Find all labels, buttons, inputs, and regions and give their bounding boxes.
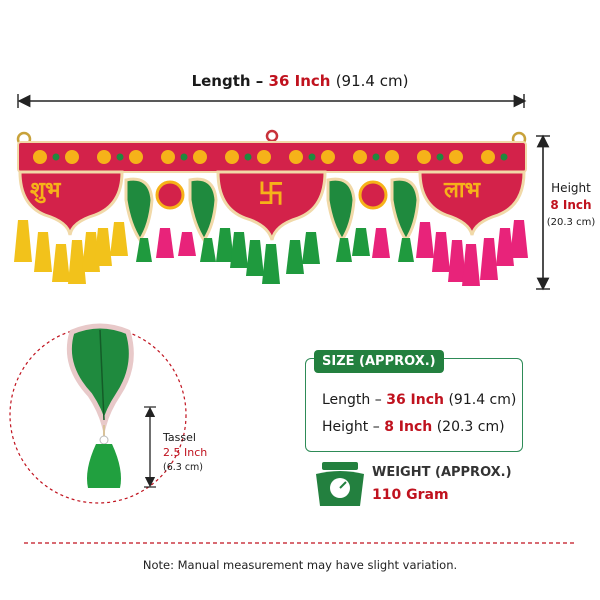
left-medallion <box>155 180 185 210</box>
toran-center-symbol: 卐 <box>258 180 285 210</box>
right-medallion <box>358 180 388 210</box>
green-leaf-4 <box>390 177 420 243</box>
green-leaf-1 <box>124 177 154 243</box>
right-arch-panel <box>418 170 526 236</box>
height-label: Height 8 Inch (20.3 cm) <box>546 181 596 228</box>
green-leaf-2 <box>188 177 218 243</box>
size-badge: SIZE (APPROX.) <box>314 350 444 373</box>
green-leaf-3 <box>326 177 356 243</box>
center-arch-panel <box>216 170 327 241</box>
weight-title: WEIGHT (APPROX.) <box>372 465 512 480</box>
leaf-detail <box>66 323 134 488</box>
toran-door-hanging <box>14 129 528 286</box>
weight-value: 110 Gram <box>372 487 449 503</box>
weighing-scale-icon <box>316 462 364 506</box>
size-length-line: Length – 36 Inch (91.4 cm) <box>322 392 517 408</box>
tassel-label: Tassel 2.5 Inch (6.3 cm) <box>163 431 208 473</box>
center-hanging-ring <box>265 129 279 143</box>
tassel-row <box>14 220 528 286</box>
toran-right-text: लाभ <box>444 178 481 203</box>
length-label: Length – 36 Inch (91.4 cm) <box>191 72 409 90</box>
left-arch-panel <box>18 170 124 236</box>
measurement-note: Note: Manual measurement may have slight… <box>142 558 458 572</box>
toran-left-text: शुभ <box>30 178 61 203</box>
size-height-line: Height – 8 Inch (20.3 cm) <box>322 419 505 435</box>
